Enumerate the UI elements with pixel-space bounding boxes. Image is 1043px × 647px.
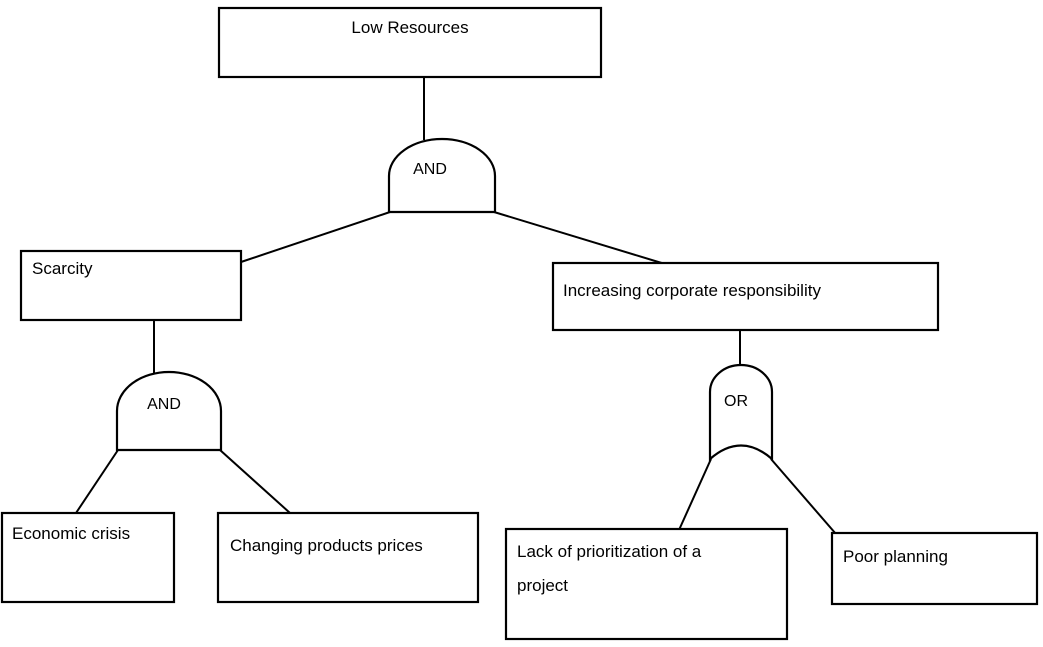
node-changing-products-prices-label: Changing products prices bbox=[230, 536, 423, 555]
gate-scarcity-and-label: AND bbox=[147, 396, 181, 413]
gate-corporate-or[interactable]: OR bbox=[708, 363, 774, 462]
node-lack-of-prioritization-box[interactable] bbox=[504, 527, 789, 641]
node-top-event[interactable]: Low Resources bbox=[217, 6, 603, 79]
node-economic-crisis[interactable]: Economic crisis bbox=[0, 511, 176, 604]
connector-gate-top-to-corporate bbox=[493, 211, 666, 265]
node-corporate-responsibility-box[interactable] bbox=[551, 261, 940, 332]
gate-corporate-or-shape[interactable] bbox=[708, 363, 774, 462]
node-changing-products-prices[interactable]: Changing products prices bbox=[216, 511, 480, 604]
node-corporate-responsibility[interactable]: Increasing corporate responsibility bbox=[551, 261, 940, 332]
connector-gate-top-to-scarcity bbox=[240, 211, 391, 263]
node-top-event-label: Low Resources bbox=[351, 18, 468, 37]
connector-gate-scarcity-to-changing-prices bbox=[219, 449, 291, 514]
gate-top-and-label: AND bbox=[413, 161, 447, 178]
connector-gate-or-to-lack-prioritization bbox=[678, 458, 712, 531]
gate-scarcity-and-shape[interactable] bbox=[115, 370, 223, 452]
gate-top-and-shape[interactable] bbox=[387, 137, 497, 214]
node-poor-planning-box[interactable] bbox=[830, 531, 1039, 606]
node-scarcity-label: Scarcity bbox=[32, 259, 93, 278]
node-poor-planning-label: Poor planning bbox=[843, 547, 948, 566]
node-lack-of-prioritization[interactable]: Lack of prioritization of a project bbox=[504, 527, 789, 641]
connector-gate-scarcity-to-economic-crisis bbox=[75, 449, 119, 514]
gate-top-and[interactable]: AND bbox=[387, 137, 497, 214]
gate-corporate-or-label: OR bbox=[724, 393, 748, 410]
node-lack-of-prioritization-label-line2: project bbox=[517, 576, 568, 595]
node-economic-crisis-label: Economic crisis bbox=[12, 524, 130, 543]
node-corporate-responsibility-label: Increasing corporate responsibility bbox=[563, 281, 821, 300]
node-top-event-box[interactable] bbox=[217, 6, 603, 79]
node-economic-crisis-box[interactable] bbox=[0, 511, 176, 604]
node-scarcity[interactable]: Scarcity bbox=[19, 249, 243, 322]
node-changing-products-prices-box[interactable] bbox=[216, 511, 480, 604]
node-lack-of-prioritization-label-line1: Lack of prioritization of a bbox=[517, 542, 702, 561]
node-poor-planning[interactable]: Poor planning bbox=[830, 531, 1039, 606]
connector-gate-or-to-poor-planning bbox=[770, 458, 837, 535]
gate-scarcity-and[interactable]: AND bbox=[115, 370, 223, 452]
node-scarcity-box[interactable] bbox=[19, 249, 243, 322]
